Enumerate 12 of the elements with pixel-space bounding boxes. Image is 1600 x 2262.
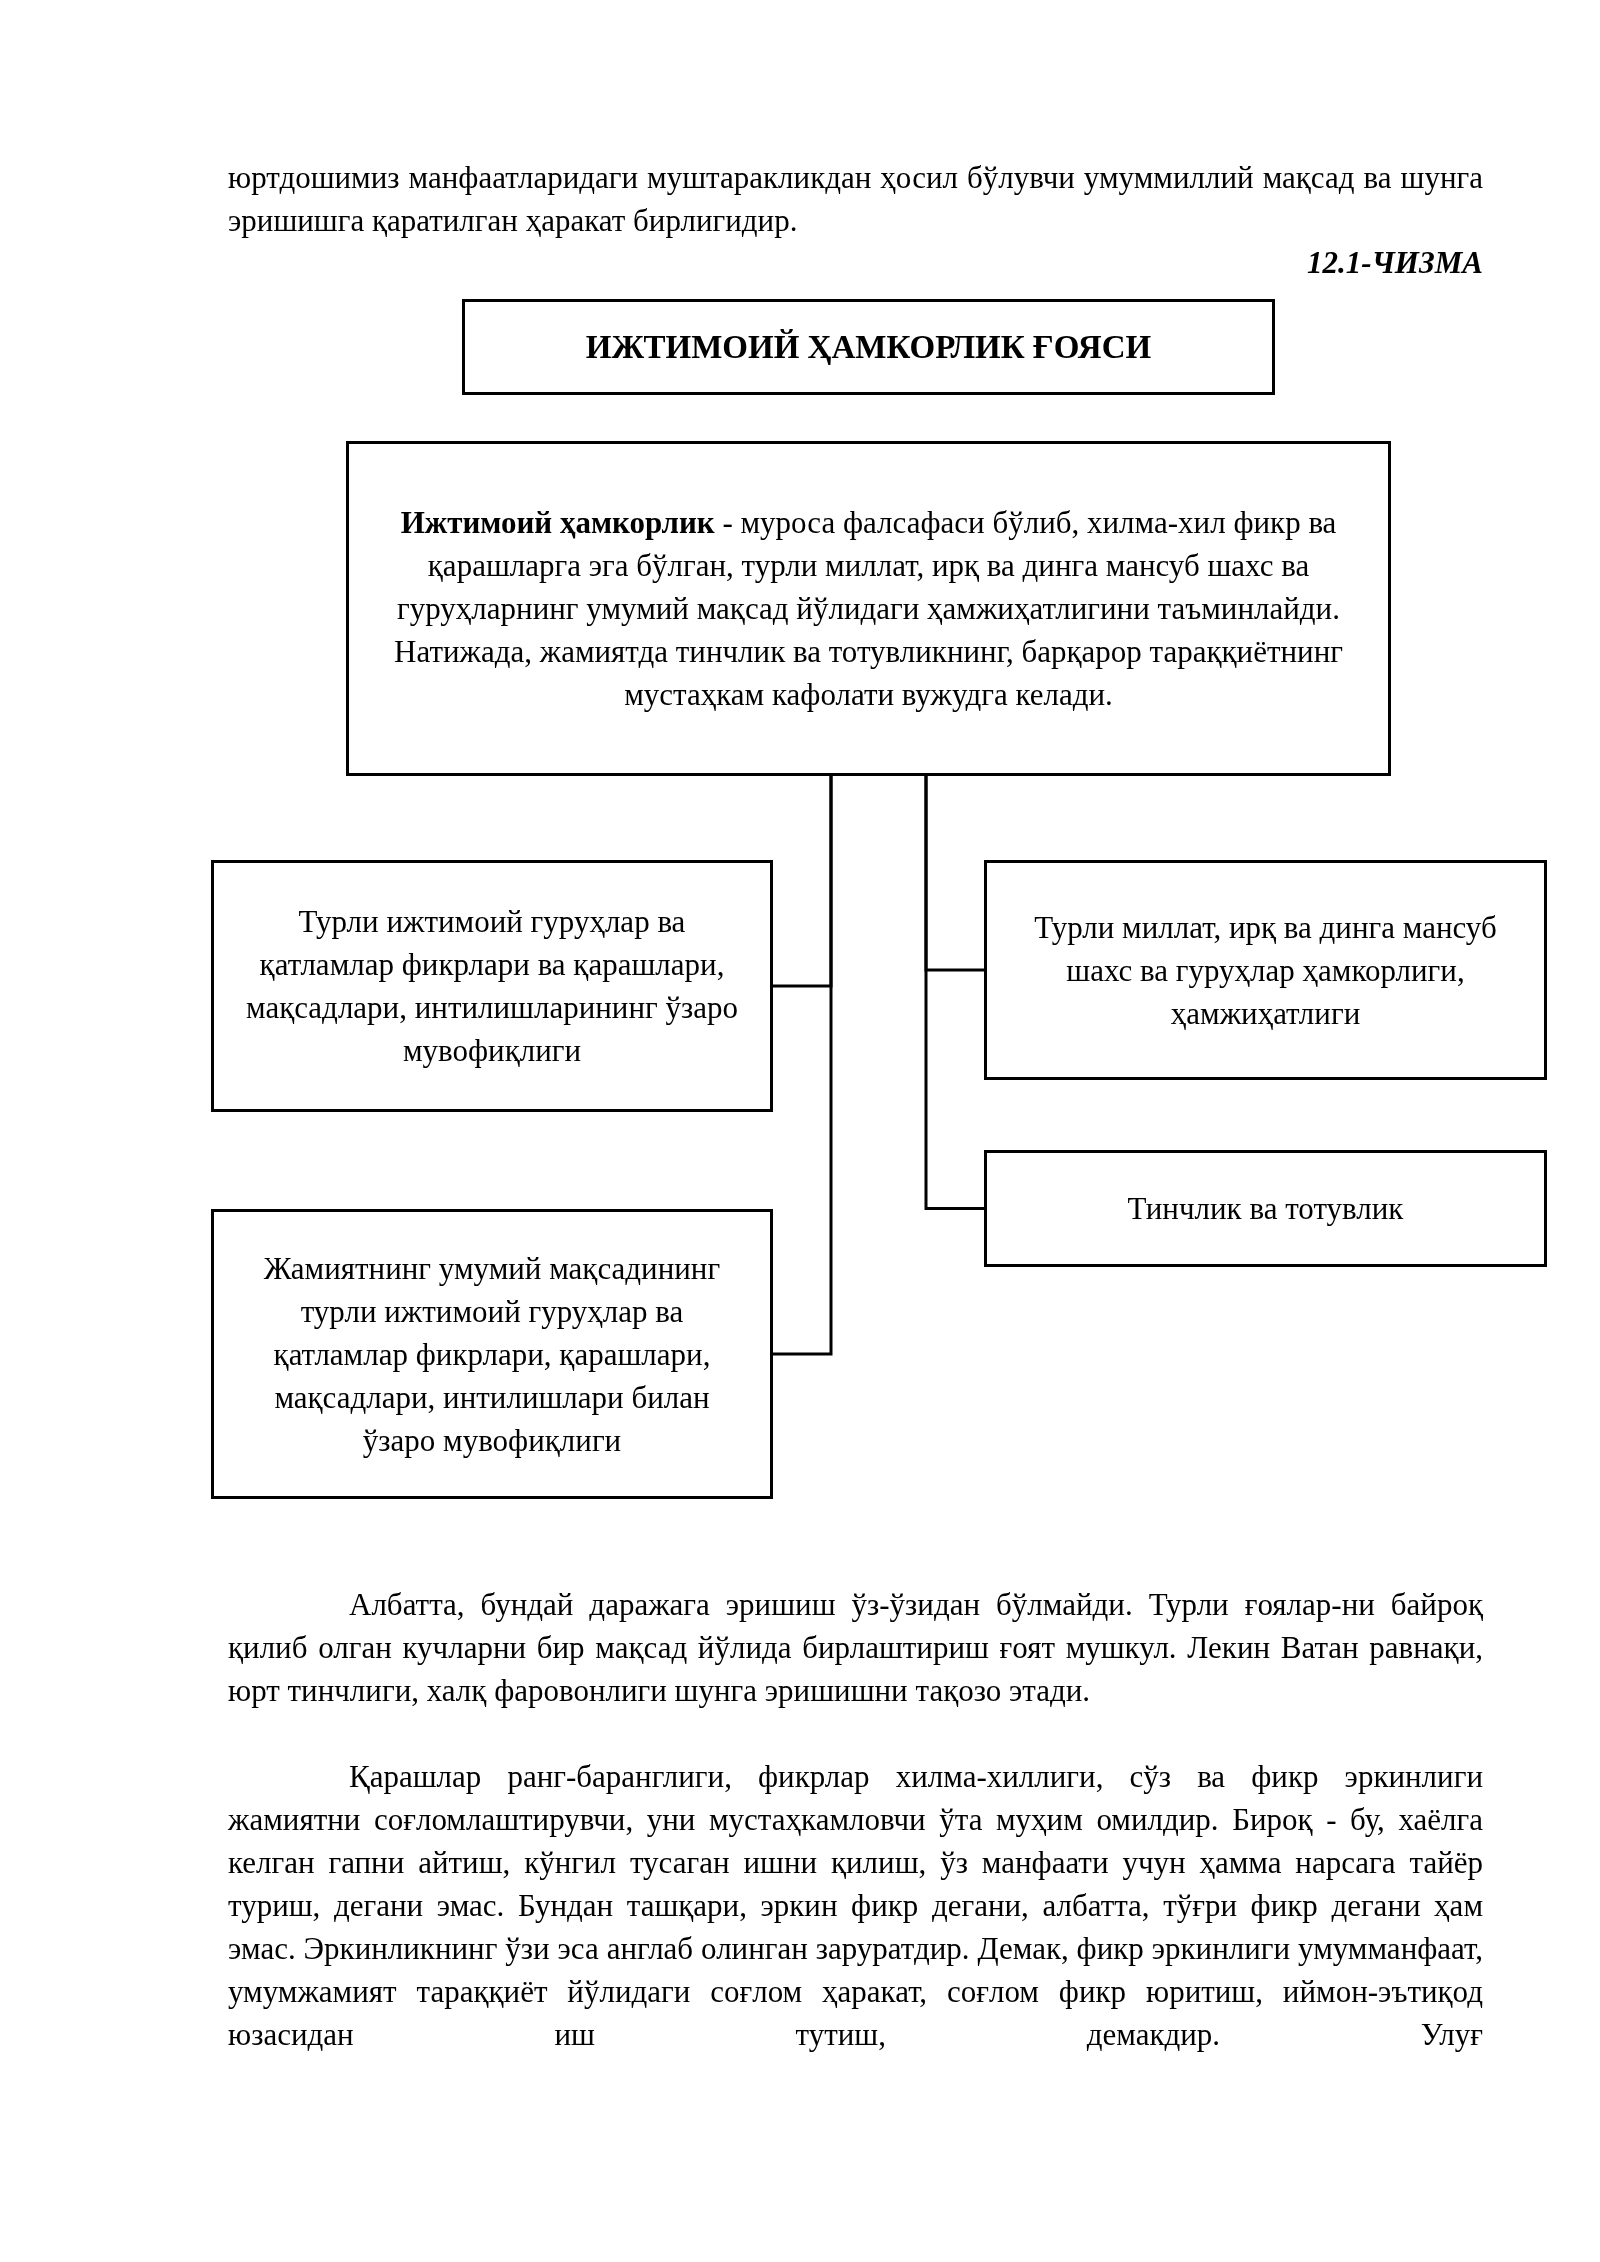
connector-line — [924, 776, 984, 1210]
concept-box: Тинчлик ва тотувлик — [984, 1150, 1547, 1267]
paragraph: юртдошимиз манфаатларидаги муштаракликдан ҳосил бўлувчи умуммиллий мақсад ва шунга эришишга қаратилган ҳаракат бирлигидир. — [228, 159, 1483, 240]
concept-box: Турли ижтимоий гуруҳлар ва қатламлар фикрлари ва қарашлари, мақсадлари, интилишларининг ўзаро мувофиқлиги — [211, 860, 773, 1112]
paragraph: Албатта, бундай даражага эришиш ўз-ўзидан бўлмайди. Турли ғоялар-ни байроқ қилиб олган кучларни бир мақсад йўлида бирлаштириш ғоят мушкул. Лекин Ватан равнақи, юрт тинчлиги, халқ фаровонлиги шунга эришишни тақозо этади. — [228, 1586, 1483, 1710]
concept-box: Жамиятнинг умумий мақсадининг турли ижтимоий гуруҳлар ва қатламлар фикрлари, қарашлари, мақсадлари, интилишлари билан ўзаро мувофиқлиги — [211, 1209, 773, 1499]
paragraph: Қарашлар ранг-баранглиги, фикрлар хилма-хиллиги, сўз ва фикр эркинлиги жамиятни соғломлаштирувчи, уни мустаҳкамловчи ўта муҳим омилдир. Бироқ - бу, хаёлга келган гапни айтиш, кўнгил тусаган ишни қилиш, ўз манфаати учун ҳамма нарсага тайёр туриш, дегани эмас. Бундан ташқари, эркин фикр дегани, албатта, тўғри фикр дегани ҳам эмас. Эркинликнинг ўзи эса англаб олинган заруратдир. Демак, фикр эркинлиги умумманфаат, умумжамият тараққиёт йўлидаги соғлом ҳаракат, соғлом фикр юритиш, иймон-эътиқод юзасидан иш тутиш, демакдир. Улуғ — [228, 1758, 1483, 2054]
definition-box: Ижтимоий ҳамкорлик - муроса фалсафаси бўлиб, хилма-хил фикр ва қарашларга эга бўлган, турли миллат, ирқ ва динга мансуб шахс ва гуруҳларнинг умумий мақсад йўлидаги ҳамжиҳатлигини таъминлайди. Натижада, жамиятда тинчлик ва тотувликнинг, барқарор тараққиётнинг мустаҳкам кафолати вужудга келади. — [346, 441, 1391, 776]
figure-number: 12.1-ЧИЗМА — [1306, 244, 1483, 282]
concept-box: Турли миллат, ирқ ва динга мансуб шахс ва гуруҳлар ҳамкорлиги, ҳамжиҳатлиги — [984, 860, 1547, 1080]
title-box: ИЖТИМОИЙ ҲАМКОРЛИК ҒОЯСИ — [462, 299, 1275, 395]
connector-line — [773, 776, 833, 1356]
